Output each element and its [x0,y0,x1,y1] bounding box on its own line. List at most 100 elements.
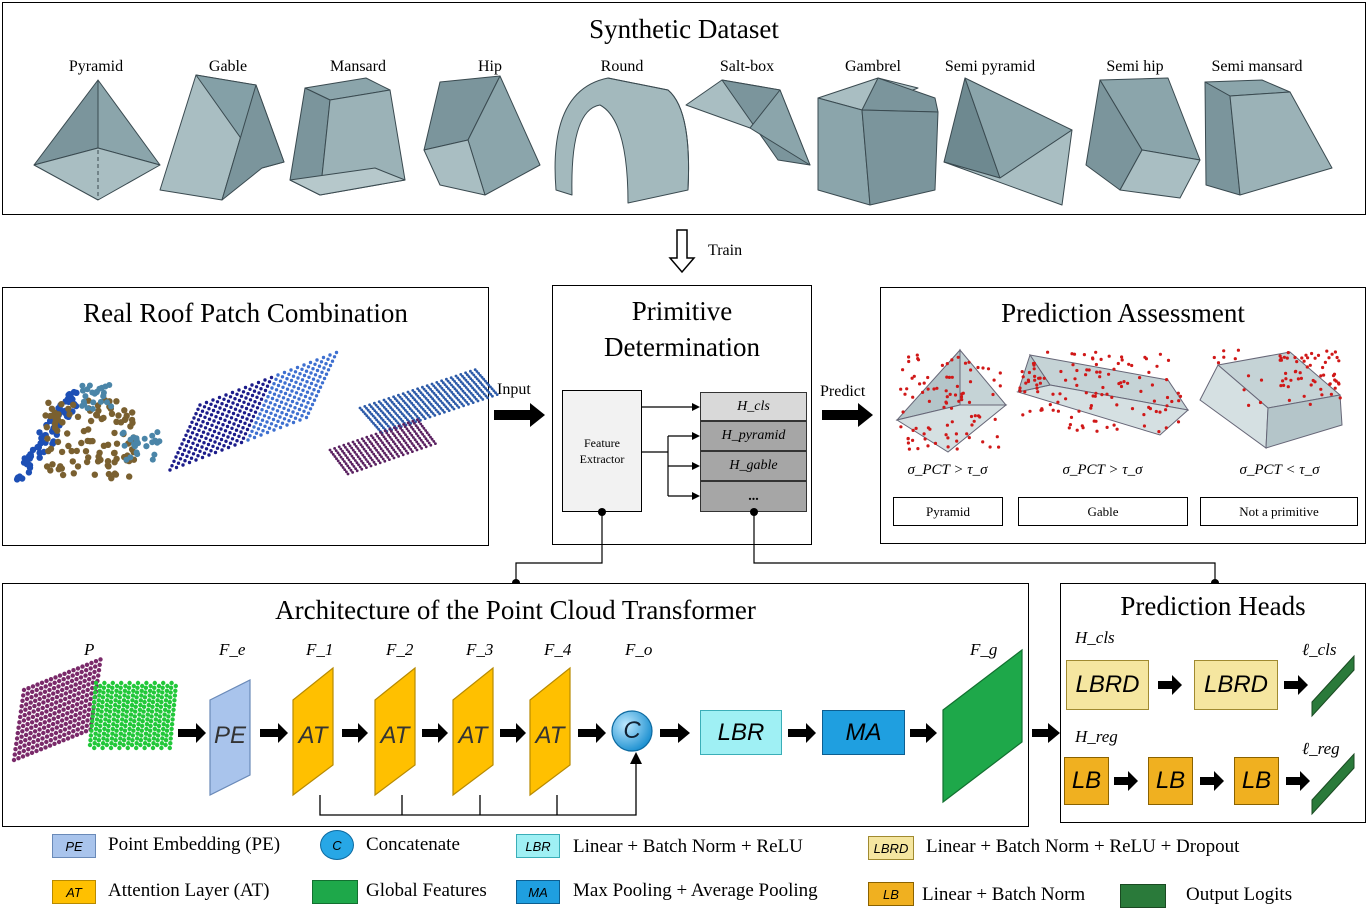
real-point [418,444,422,448]
real-point [370,434,373,437]
assessment-point [1067,426,1071,430]
input-point [91,709,96,714]
real-point [265,420,269,424]
input-point [113,738,118,743]
input-point [102,726,107,732]
assessment-point [1031,361,1036,366]
input-point [118,736,123,741]
assessment-point [922,381,926,385]
real-point [377,437,381,440]
input-point [168,695,173,700]
real-point [466,388,470,391]
real-point [217,395,222,400]
real-point [454,402,457,405]
input-point [32,703,37,709]
real-point [371,444,375,448]
real-point [190,431,195,435]
real-point [80,427,88,435]
real-point [274,388,279,392]
real-point [438,384,442,388]
heads-cls-symbol: H_cls [1075,628,1115,647]
real-point [390,430,393,433]
input-point [72,718,78,723]
input-point [147,698,152,703]
assessment-point [1170,399,1174,404]
real-point [215,446,220,450]
real-point [123,456,130,463]
input-point [97,728,103,733]
assessment-point [991,392,995,397]
real-point [68,447,75,455]
real-point [306,411,311,415]
assessment-point [1323,360,1327,364]
input-point [110,685,115,690]
assessment-point [1099,357,1103,361]
input-point [165,683,170,689]
input-point [121,702,126,708]
real-point [345,470,348,474]
real-point [73,447,81,455]
gable-roof-shape [159,74,285,201]
at-block-label-1: AT [293,700,333,772]
real-point [421,400,425,404]
real-point [195,443,200,447]
input-point [86,682,91,687]
assessment-point [1176,391,1180,395]
input-point [163,702,168,708]
input-point [114,688,119,693]
real-point [200,445,204,449]
assessment-point [926,426,931,430]
assessment-point [1259,378,1264,382]
input-point [103,717,108,722]
real-point [126,473,133,480]
lbrd-label-2: LBRD [1203,671,1269,698]
real-point [296,386,301,391]
input-point [61,738,66,743]
input-point [56,739,62,745]
real-point [119,430,126,437]
input-point [18,739,23,745]
real-point [445,377,448,381]
assessment-point [1059,369,1063,374]
real-point [282,417,287,421]
input-point [140,723,145,729]
assessment-point [1130,407,1135,411]
real-point [435,388,439,392]
real-point [369,405,373,409]
input-point [52,741,57,746]
real-point [384,415,388,419]
real-point [373,401,376,405]
input-point [147,738,152,743]
assessment-point [1051,408,1055,412]
real-point [446,407,449,411]
real-point [36,429,43,436]
real-point [210,423,214,427]
real-point [249,419,254,423]
real-point [495,393,499,396]
real-point [392,410,396,413]
assessment-point [1242,388,1246,392]
assessment-point [1310,351,1314,356]
input-point [154,707,159,712]
real-point [402,406,406,410]
input-point [47,743,53,748]
real-point [273,403,277,407]
real-point [363,405,367,408]
real-point [218,416,223,421]
real-point [406,451,410,455]
real-point [310,402,315,407]
input-point [89,723,95,729]
input-point [155,698,160,703]
real-point [401,453,405,457]
input-point [112,712,117,717]
real-point [367,416,370,419]
real-point [407,405,410,409]
assessment-point [948,392,952,396]
real-point [180,452,185,457]
real-point [355,453,358,456]
real-point [291,420,296,425]
input-point [99,714,104,719]
real-point [263,424,267,428]
real-point [289,378,294,383]
real-point [418,436,422,440]
